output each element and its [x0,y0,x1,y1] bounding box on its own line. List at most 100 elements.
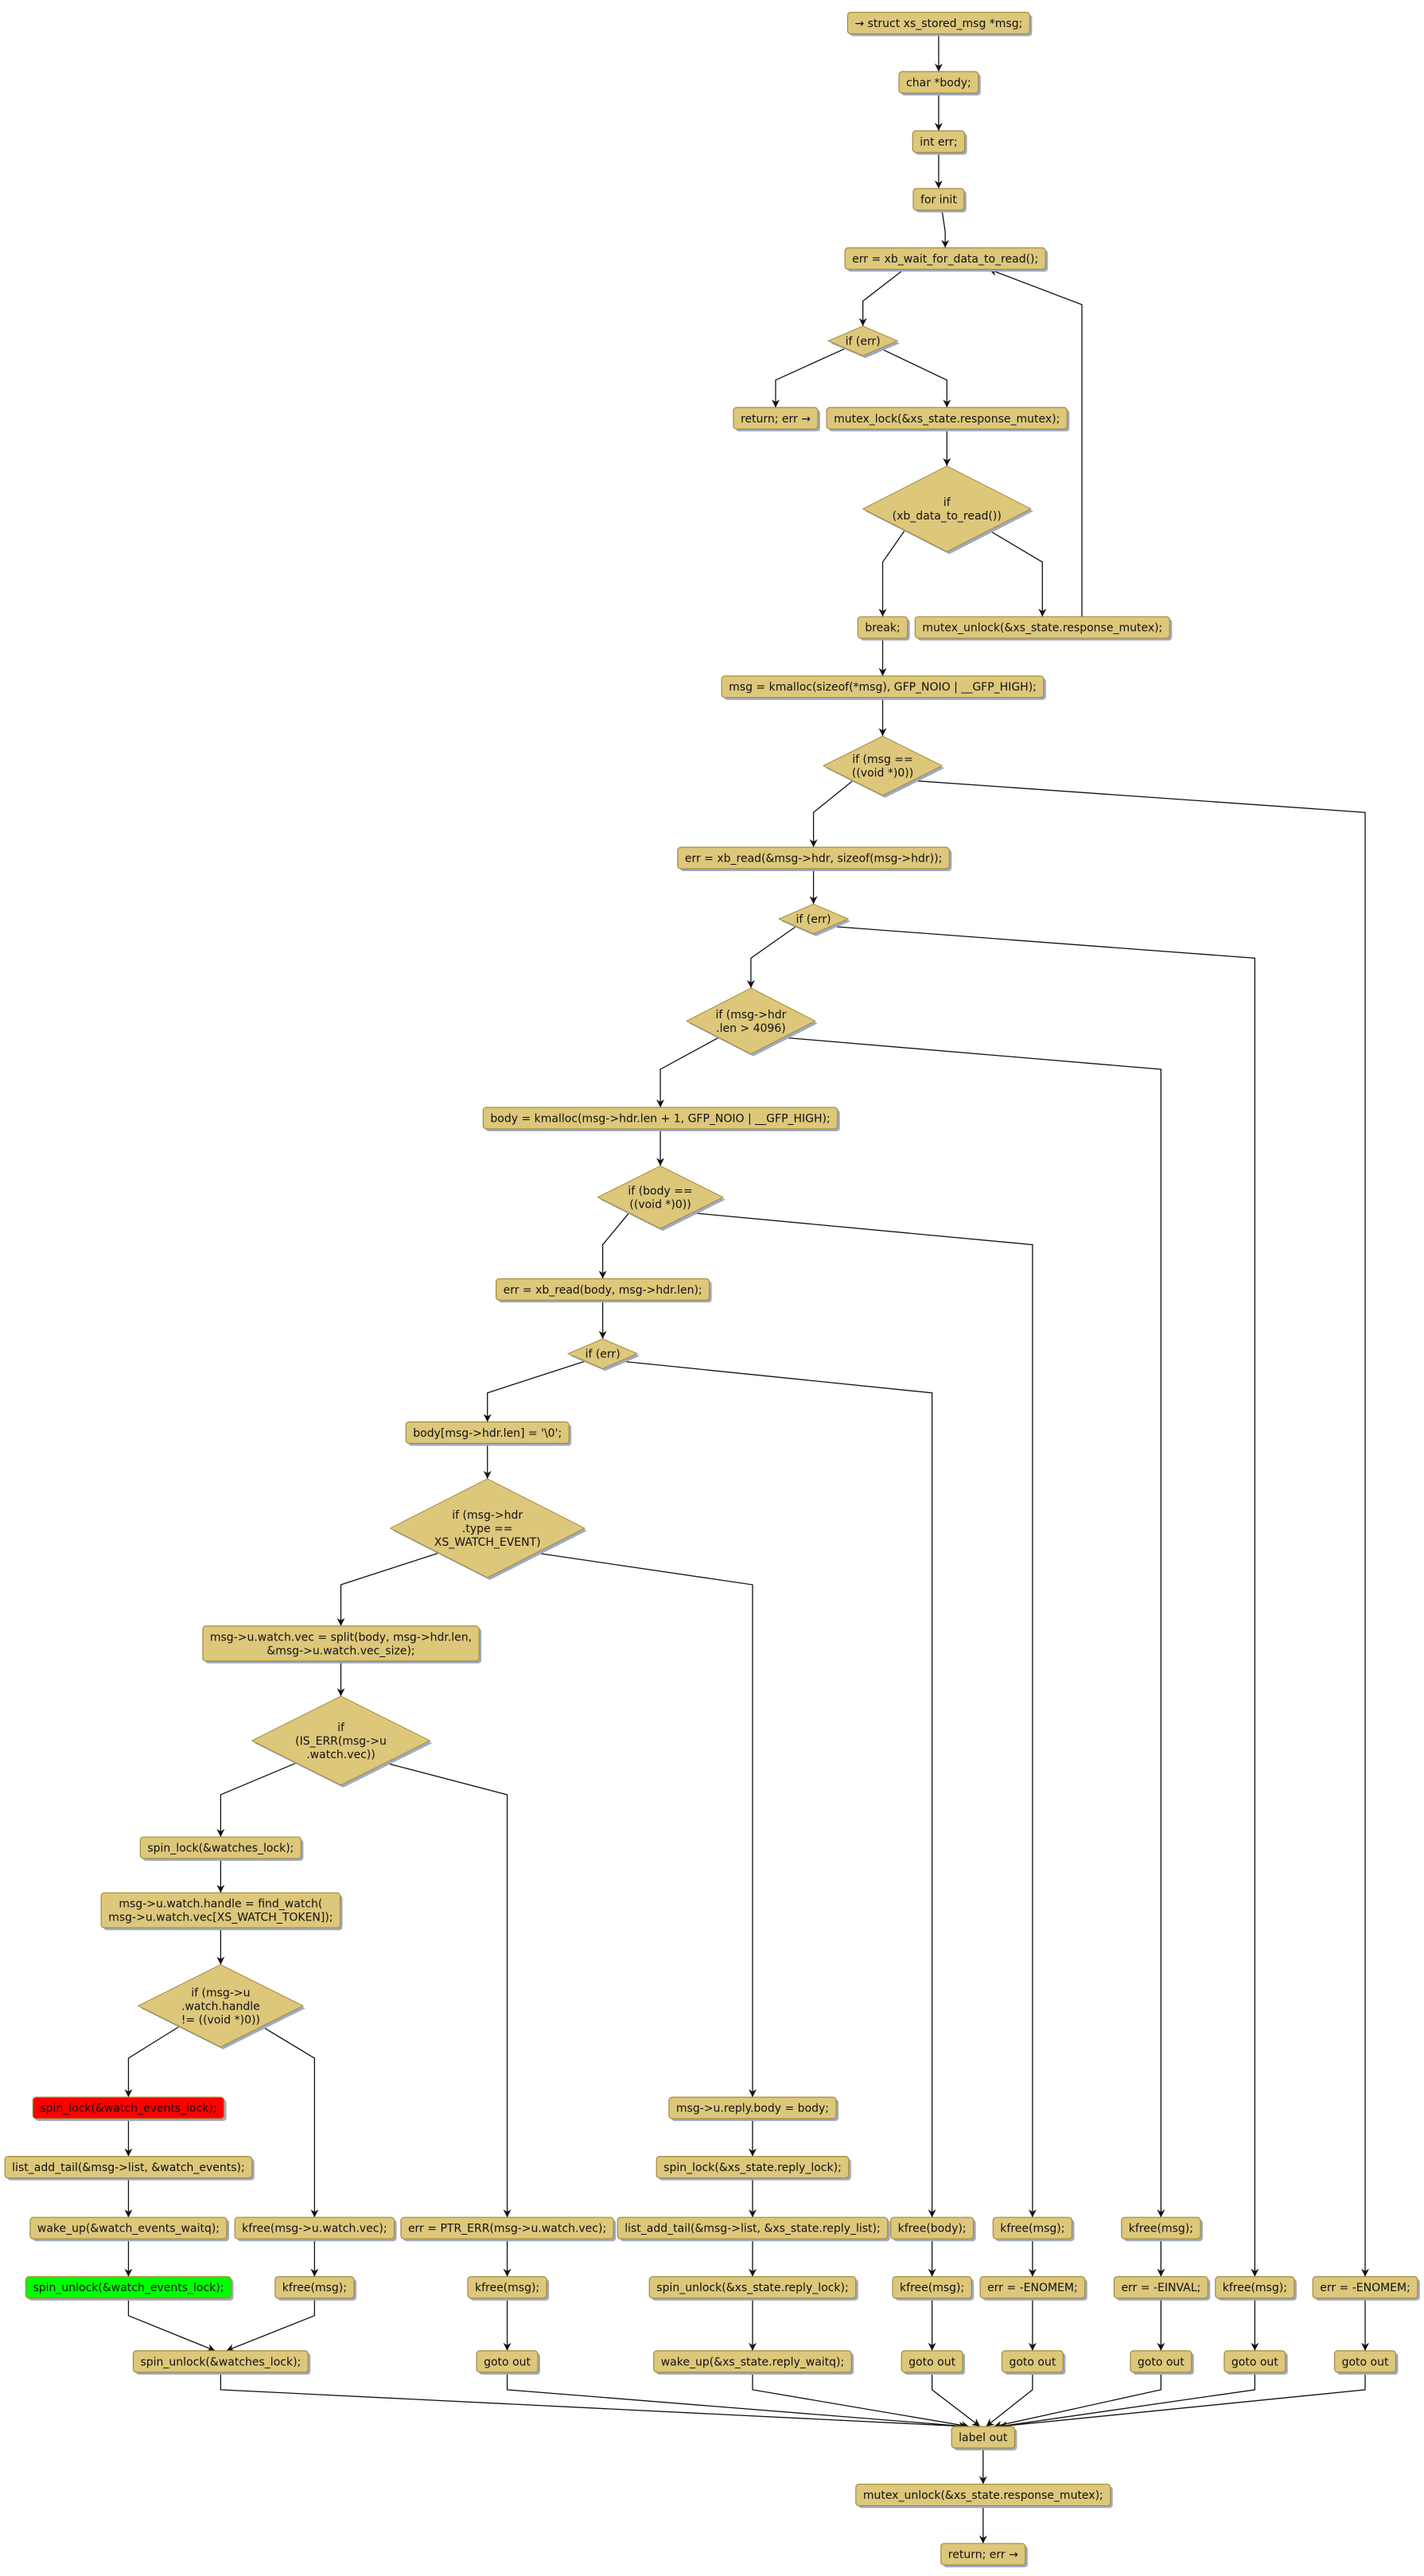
box-shape [405,1421,570,1445]
box-shape [25,2276,232,2299]
flow-edge [656,1037,719,1108]
node-label: return; err → [948,2549,1018,2562]
statement-node: err = xb_read(&msg->hdr, sizeof(msg->hdr… [677,846,952,871]
flow-edge [988,268,1083,617]
node-label: (IS_ERR(msg->u [295,1735,387,1748]
decision-node: if(IS_ERR(msg->u.watch.vec)) [251,1695,433,1788]
statement-node: err = xb_wait_for_data_to_read(); [844,247,1049,272]
statement-node: return; err → [733,407,820,432]
statement-node: kfree(msg); [1215,2276,1297,2301]
box-shape [890,2216,975,2239]
statement-node: msg->u.watch.handle = find_watch(msg->u.… [100,1892,343,1931]
node-label: spin_lock(&watch_events_lock); [40,2103,216,2115]
box-shape [1224,2350,1286,2373]
decision-node: if (err) [827,325,901,359]
decision-node: if (msg->hdr.len > 4096) [686,987,818,1056]
node-label: err = xb_read(body, msg->hdr.len); [504,1284,702,1297]
node-label: if (err) [846,335,881,348]
flow-edge [746,925,797,988]
flow-edge [941,209,950,248]
node-label: for init [920,193,957,206]
node-label: kfree(msg); [900,2282,964,2294]
node-label: spin_unlock(&watches_lock); [140,2356,301,2368]
node-label: if (err) [586,1348,621,1361]
box-shape [100,1892,341,1928]
flow-edge [226,2298,316,2352]
statement-node: list_add_tail(&msg->list, &watch_events)… [4,2156,255,2181]
decision-node: if(xb_data_to_read()) [862,465,1033,555]
box-shape [914,616,1170,639]
node-label: spin_lock(&watches_lock); [147,1843,294,1855]
flow-edge [261,2025,319,2218]
box-shape [4,2156,253,2179]
diamond-shape [862,465,1032,553]
node-label: &msg->u.watch.vec_size); [267,1644,414,1657]
flow-edge [878,530,905,617]
box-shape [979,2276,1086,2299]
box-shape [274,2276,355,2299]
node-label: label out [959,2432,1008,2445]
flow-edge [216,1762,297,1838]
node-label: .type == [462,1523,513,1535]
box-shape [1333,2350,1397,2373]
flow-edge [831,925,1259,2277]
node-label: err = PTR_ERR(msg->u.watch.vec); [408,2223,606,2236]
flow-edge [809,780,854,847]
statement-node: spin_unlock(&xs_state.reply_lock); [648,2276,858,2301]
flow-edge [998,2372,1366,2430]
node-label: int err; [920,136,957,149]
statement-node: wake_up(&xs_state.reply_waitq); [653,2350,854,2375]
box-shape [400,2216,614,2239]
node-label: .len > 4096) [716,1022,786,1035]
flow-edge [752,2372,970,2430]
box-shape [668,2096,837,2119]
statement-node: spin_lock(&watches_lock); [139,1836,304,1862]
node-label: err = -ENOMEM; [1320,2282,1410,2294]
statement-node: mutex_lock(&xs_state.response_mutex); [826,407,1070,432]
node-label: msg->u.reply.body = body; [676,2103,829,2115]
statement-node: body[msg->hdr.len] = '\0'; [405,1421,572,1446]
decision-node: if (body ==((void *)0)) [597,1165,726,1232]
flow-edge [620,1360,936,2218]
flow-edge [691,1212,1037,2218]
diamond-shape [827,325,899,356]
node-label: err = xb_read(&msg->hdr, sizeof(msg->hdr… [685,852,942,865]
node-label: goto out [484,2356,531,2368]
node-label: → struct xs_stored_msg *msg; [854,18,1022,30]
flow-edge [912,780,1370,2277]
node-label: goto out [1138,2356,1185,2368]
box-shape [1130,2350,1193,2373]
box-shape [482,1107,838,1130]
node-label: goto out [1009,2356,1056,2368]
box-shape [496,1278,710,1301]
node-label: kfree(msg); [1223,2282,1287,2294]
decision-node: if (msg ==((void *)0)) [822,735,945,798]
flow-edge [988,529,1047,617]
statement-node: → struct xs_stored_msg *msg; [846,11,1033,37]
node-label: return; err → [741,413,811,426]
flow-edge [220,2372,967,2430]
statement-node: spin_unlock(&watches_lock); [132,2350,311,2375]
statement-node: err = -EINVAL; [1113,2276,1211,2301]
statement-node: mutex_unlock(&xs_state.response_mutex); [855,2483,1113,2508]
statement-node: err = xb_read(body, msg->hdr.len); [496,1278,712,1303]
node-label: break; [865,622,900,635]
box-shape [202,1625,480,1662]
diamond-shape [389,1478,586,1578]
flow-edge [337,1552,439,1626]
node-label: if [337,1722,345,1734]
statement-node: spin_lock(&watch_events_lock); [32,2096,227,2122]
box-shape [857,616,908,639]
statement-node: goto out [1001,2350,1066,2375]
node-label: (xb_data_to_read()) [893,510,1002,523]
node-label: XS_WATCH_EVENT) [434,1536,541,1549]
statement-node: msg->u.watch.vec = split(body, msg->hdr.… [202,1625,482,1664]
node-label: msg->u.watch.vec[XS_WATCH_TOKEN]); [108,1912,333,1924]
decision-node: if (msg->u.watch.handle!= ((void *)0)) [137,1963,305,2050]
node-label: err = -ENOMEM; [987,2282,1078,2294]
statement-node: goto out [1130,2350,1194,2375]
statement-node: err = -ENOMEM; [979,2276,1087,2301]
box-shape [1113,2276,1208,2299]
statement-node: goto out [1333,2350,1399,2375]
